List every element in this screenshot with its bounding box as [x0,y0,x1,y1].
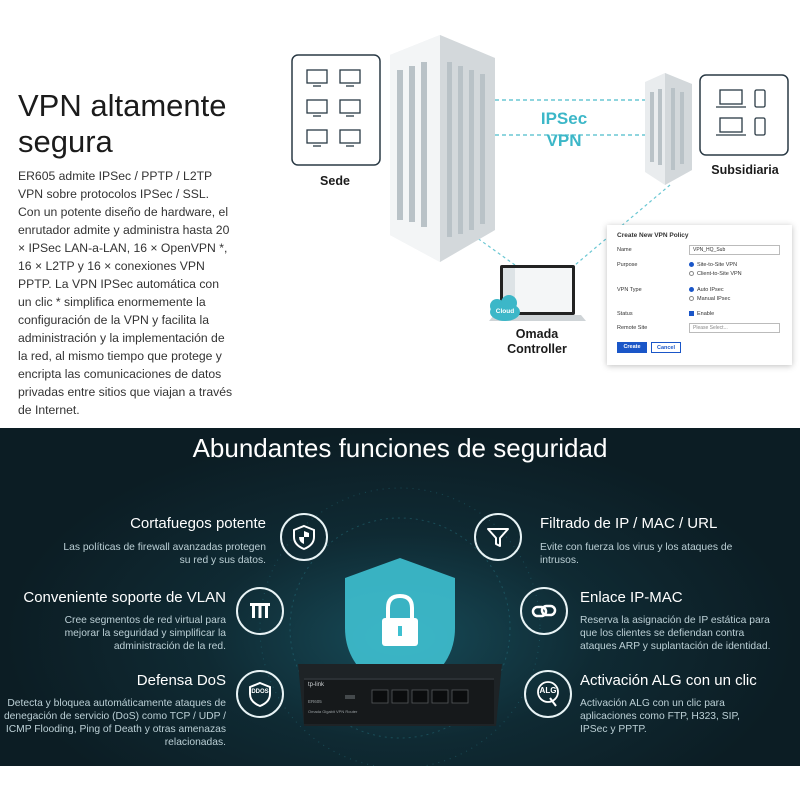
ddos-icon: DDOS [236,670,284,718]
ipsec-label: IPSec [540,109,588,128]
cloud-icon [490,295,520,321]
subsidiary-devices-box [699,74,789,156]
type-opt2: Manual IPsec [697,296,731,302]
purpose-site-radio[interactable]: Site-to-Site VPN [689,262,737,268]
alg-icon-label: ALG [539,686,557,695]
firewall-title: Cortafuegos potente [130,515,266,532]
purpose-label: Purpose [617,262,638,268]
subsidiary-building-icon [645,73,692,185]
alg-title: Activación ALG con un clic [580,672,757,689]
ddos-icon-label: DDOS [251,689,269,695]
omada-laptop-icon [489,265,586,321]
vlan-desc: Cree segmentos de red virtual para mejor… [64,615,226,652]
purpose-client-radio[interactable]: Client-to-Site VPN [689,271,742,277]
hq-devices-box [291,54,381,166]
vlan-icon [236,587,284,635]
filter-title: Filtrado de IP / MAC / URL [540,515,718,532]
vlan-title: Conveniente soporte de VLAN [23,589,226,606]
omada-controller-label: Omada Controller [495,327,579,357]
security-title: Abundantes funciones de seguridad [192,433,608,463]
security-section: tp-link ER605 Omada Gigabit VPN Router [0,428,800,766]
vpn-label: VPN [546,131,582,150]
type-manual-radio[interactable]: Manual IPsec [689,296,730,302]
panel-title: Create New VPN Policy [617,232,689,239]
alg-desc: Activación ALG con un clic para aplicaci… [580,698,740,735]
controller-line2: Controller [507,342,567,356]
name-input[interactable]: VPN_HQ_Sub [689,245,780,255]
remote-site-label: Remote Site [617,325,648,331]
lock-icon [382,593,418,646]
purpose-opt2: Client-to-Site VPN [697,271,742,277]
router-model: ER605 [308,699,322,704]
checkbox-icon [689,311,694,317]
status-checkbox[interactable]: Enable [689,311,714,317]
radio-icon [689,296,694,302]
cloud-label: Cloud [495,308,515,315]
router-device-icon [298,664,502,726]
filter-desc: Evite con fuerza los virus y los ataques… [540,542,733,566]
status-label: Status [617,311,633,317]
status-value: Enable [697,311,715,317]
vpn-policy-panel: Create New VPN Policy Name VPN_HQ_Sub Pu… [607,225,792,365]
vpn-section: VPN altamente segura ER605 admite IPSec … [18,35,792,417]
central-shield-graphic [259,487,541,766]
remote-site-select[interactable]: Please Select... [689,323,780,333]
alg-icon: ALG [524,670,572,718]
filter-icon [474,513,522,561]
ipmac-desc: Reserva la asignación de IP estática par… [580,615,771,652]
hq-building-icon [390,35,495,262]
vpn-diagram [291,35,789,321]
dos-title: Defensa DoS [136,672,226,689]
link-icon [520,587,568,635]
router-subtitle: Omada Gigabit VPN Router [308,709,358,714]
controller-line1: Omada [515,327,559,341]
vpn-description: ER605 admite IPSec / PPTP / L2TP VPN sob… [18,169,233,417]
type-opt1: Auto IPsec [697,287,724,293]
router-brand: tp-link [308,682,325,688]
cancel-button[interactable]: Cancel [651,342,681,353]
type-auto-radio[interactable]: Auto IPsec [689,287,724,293]
dos-desc: Detecta y bloquea automáticamente ataque… [3,698,226,748]
name-label: Name [617,247,632,253]
sede-label: Sede [320,174,350,188]
radio-selected-icon [689,287,694,293]
firewall-desc: Las políticas de firewall avanzadas prot… [63,542,266,566]
type-label: VPN Type [617,287,642,293]
footer-strip [0,766,800,800]
purpose-opt1: Site-to-Site VPN [697,262,738,268]
create-button[interactable]: Create [617,342,647,353]
radio-selected-icon [689,262,694,268]
ipsec-vpn-label: IPSec VPN [526,108,602,152]
firewall-icon [280,513,328,561]
radio-icon [689,271,694,277]
ipmac-title: Enlace IP-MAC [580,589,683,606]
vpn-title: VPN altamente segura [18,88,227,159]
subsidiaria-label: Subsidiaria [711,163,779,177]
